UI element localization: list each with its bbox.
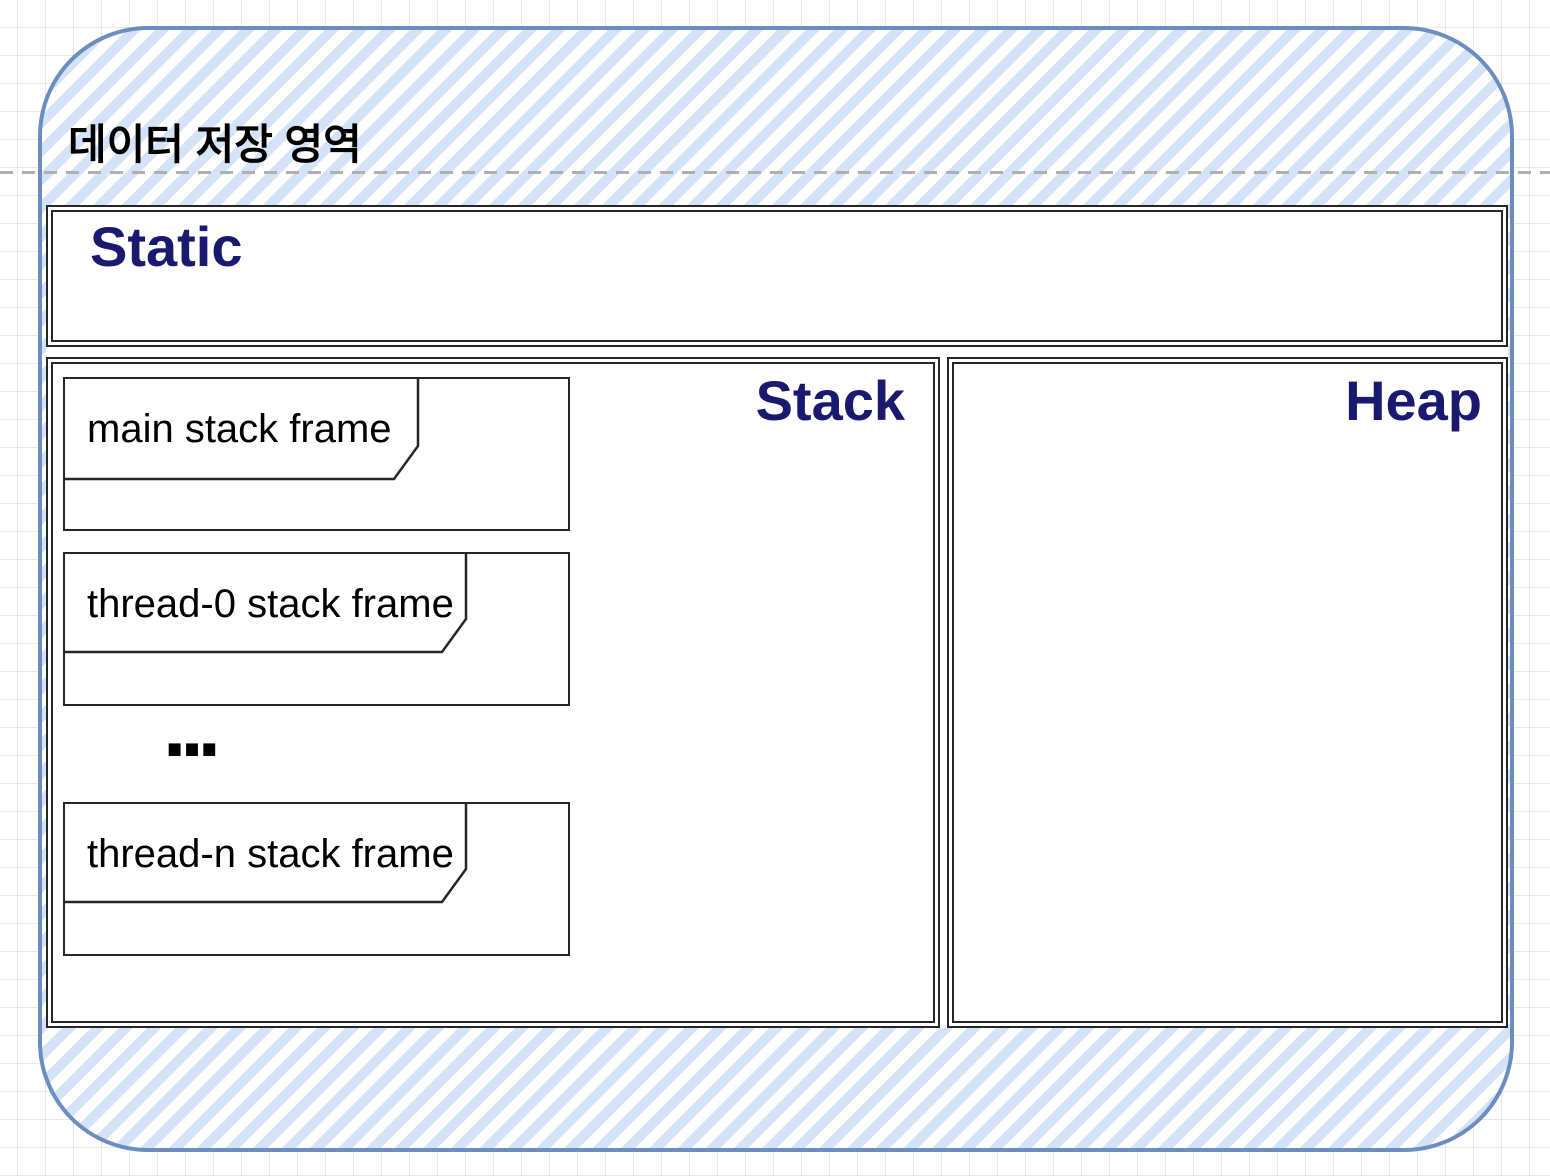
stack-frame-label: thread-n stack frame <box>87 832 454 876</box>
stack-frame-thread-0[interactable]: thread-0 stack frame <box>63 552 570 706</box>
heap-region-label: Heap <box>1345 369 1482 432</box>
stack-frame-tab-shape <box>65 379 420 481</box>
stack-region-label: Stack <box>755 369 905 432</box>
stack-frame-label: main stack frame <box>87 407 392 451</box>
static-region-shape[interactable]: Static <box>46 205 1508 347</box>
stack-region-shape[interactable]: Stack main stack frame thread-0 stack fr… <box>46 357 940 1028</box>
stack-frame-tab-shape <box>65 554 468 654</box>
static-region-label: Static <box>90 215 243 278</box>
stack-frame-tab-shape <box>65 804 468 904</box>
stack-frame-main[interactable]: main stack frame <box>63 377 570 531</box>
stack-frame-label: thread-0 stack frame <box>87 582 454 626</box>
data-storage-region-label: 데이터 저장 영역 <box>68 121 362 168</box>
page-boundary-dashed-line <box>0 171 1550 174</box>
stack-frames-ellipsis: ... <box>163 680 221 774</box>
stack-frame-thread-n[interactable]: thread-n stack frame <box>63 802 570 956</box>
heap-region-shape[interactable]: Heap <box>947 357 1508 1028</box>
